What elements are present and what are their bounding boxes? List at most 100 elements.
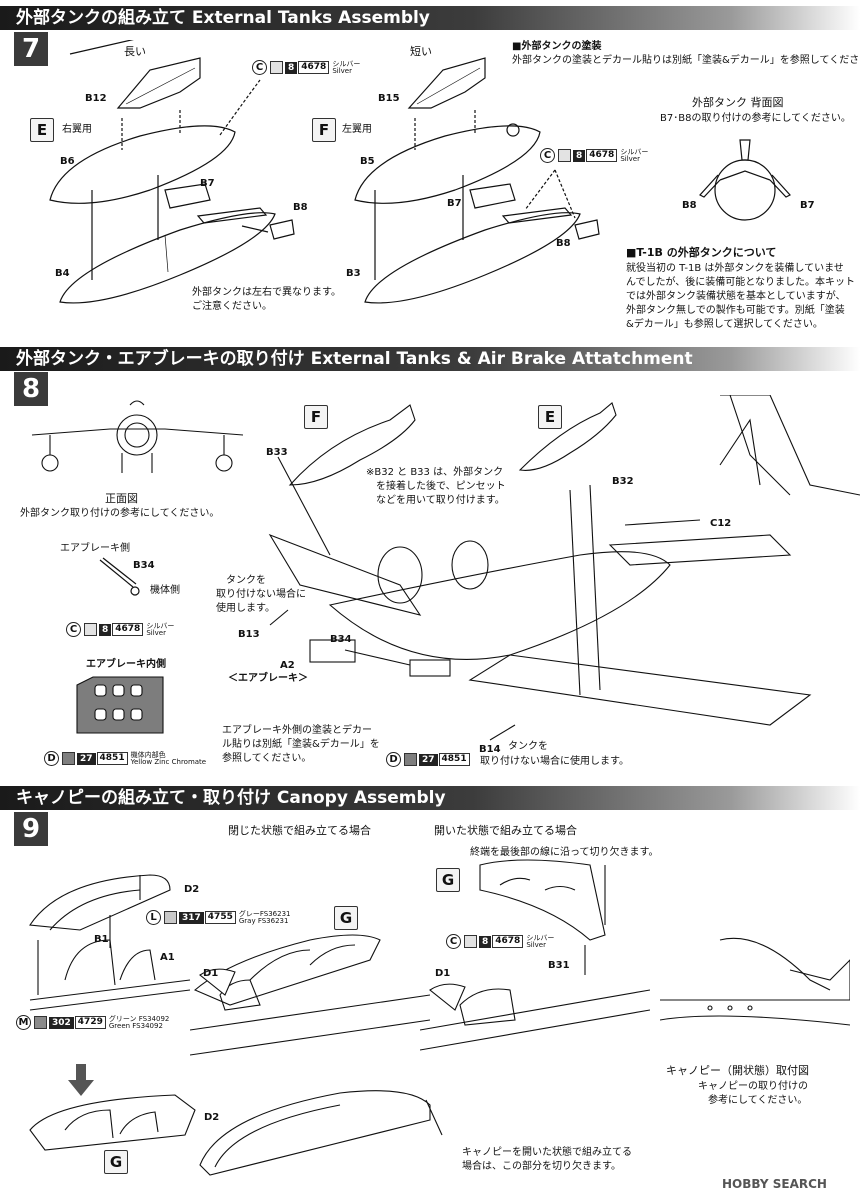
paint-name-en: Gray FS36231 bbox=[238, 916, 289, 925]
airbrake-paint-note-l3: 参照してください。 bbox=[222, 753, 312, 764]
part-b12: B12 bbox=[85, 93, 107, 104]
rear-b8: B8 bbox=[682, 200, 697, 211]
step9-number: 9 bbox=[14, 812, 48, 846]
paint-name: グリーン FS34092 bbox=[108, 1014, 170, 1023]
canopy-open-title: キャノピー（開状態）取付図 bbox=[666, 1064, 809, 1077]
cutout-note-l1: キャノピーを開いた状態で組み立てる bbox=[462, 1147, 632, 1158]
cutout-note-l2: 場合は、この部分を切り欠きます。 bbox=[462, 1161, 621, 1172]
paint-name: グレーFS36231 bbox=[238, 909, 291, 918]
tank-rear-view-drawing bbox=[699, 139, 791, 221]
paint-letter: C bbox=[252, 60, 267, 75]
canopy-open-note-l2: 参考にしてください。 bbox=[708, 1095, 808, 1106]
t1b-line5: &デカール」も参照して選択してください。 bbox=[626, 319, 823, 330]
airbrake-inner-drawing bbox=[76, 676, 164, 734]
paint-number: 317 bbox=[179, 911, 204, 924]
part-b7: B7 bbox=[200, 178, 215, 189]
paint-swatch bbox=[558, 149, 571, 162]
part-b8b: B8 bbox=[556, 238, 571, 249]
box-f-step7: F bbox=[312, 118, 336, 142]
tank-left-drawing bbox=[354, 57, 600, 304]
tank-none-note-l3: 使用します。 bbox=[216, 603, 275, 614]
paint-number: 27 bbox=[419, 753, 438, 766]
rear-view-title: 外部タンク 背面図 bbox=[692, 96, 784, 109]
paint-swatch bbox=[464, 935, 477, 948]
airbrake-inner-label: エアブレーキ内側 bbox=[86, 659, 166, 670]
t1b-heading: ■T-1B の外部タンクについて bbox=[626, 246, 777, 259]
paint-yzc-step8b: D 27 4851 bbox=[386, 752, 473, 767]
paint-name: シルバー bbox=[146, 621, 175, 630]
paint-name-en: Silver bbox=[146, 628, 166, 637]
airbrake-paint-note-l2: ル貼りは別紙「塗装&デカール」を bbox=[222, 739, 380, 750]
paint-number: 8 bbox=[479, 935, 492, 948]
tank-right-drawing bbox=[49, 40, 295, 304]
step7-number: 7 bbox=[14, 32, 48, 66]
paint-number: 8 bbox=[573, 149, 586, 162]
part-b6: B6 bbox=[60, 156, 75, 167]
airbrake-side-label: エアブレーキ側 bbox=[60, 543, 130, 554]
canopy-open-side-drawing bbox=[660, 937, 850, 1026]
canopy-d2-cut-drawing bbox=[199, 1090, 443, 1176]
step8-number: 8 bbox=[14, 372, 48, 406]
part-b4: B4 bbox=[55, 268, 70, 279]
part-b3: B3 bbox=[346, 268, 361, 279]
paint-number: 27 bbox=[77, 752, 96, 765]
front-view-title: 正面図 bbox=[105, 492, 138, 505]
paint-swatch bbox=[164, 911, 177, 924]
aircraft-top-view-drawing bbox=[268, 395, 860, 741]
paint-code: 4755 bbox=[204, 911, 236, 924]
tank-none-note2-l2: 取り付けない場合に使用します。 bbox=[480, 756, 629, 767]
part-b13: B13 bbox=[238, 629, 260, 640]
paint-code: 4678 bbox=[586, 149, 618, 162]
paint-swatch bbox=[34, 1016, 47, 1029]
paint-code: 4678 bbox=[112, 623, 144, 636]
t1b-line4: 外部タンク無しでの製作も可能です。別紙「塗装 bbox=[626, 305, 845, 316]
paint-code: 4678 bbox=[492, 935, 524, 948]
paint-swatch bbox=[84, 623, 97, 636]
box-g-open: G bbox=[436, 868, 460, 892]
part-c12: C12 bbox=[710, 518, 732, 529]
airbrake-paint-note-l1: エアブレーキ外側の塗装とデカー bbox=[222, 725, 372, 736]
paint-letter: L bbox=[146, 910, 161, 925]
paint-letter: D bbox=[386, 752, 401, 767]
part-d1: D1 bbox=[203, 968, 219, 979]
paint-swatch bbox=[270, 61, 283, 74]
part-d2-cut: D2 bbox=[204, 1112, 220, 1123]
paint-letter: C bbox=[540, 148, 555, 163]
open-assembly-label: 開いた状態で組み立てる場合 bbox=[434, 824, 577, 837]
part-b15: B15 bbox=[378, 93, 400, 104]
paint-name-en: Silver bbox=[526, 940, 546, 949]
part-b31: B31 bbox=[548, 960, 570, 971]
b32-b33-note-l2: を接着した後で、ピンセット bbox=[376, 481, 506, 492]
tanks-differ-l2: ご注意ください。 bbox=[192, 301, 272, 312]
tank-paint-heading: ■外部タンクの塗装 bbox=[512, 41, 602, 52]
paint-code: 4729 bbox=[74, 1016, 106, 1029]
tank-paint-note: 外部タンクの塗装とデカール貼りは別紙「塗装&デカール」を参照してください。 bbox=[512, 55, 860, 66]
t1b-line1: 就役当初の T-1B は外部タンクを装備していませ bbox=[626, 263, 844, 274]
b34-part-drawing bbox=[99, 557, 140, 596]
t1b-line2: んでしたが、後に装備可能となりました。本キット bbox=[626, 277, 855, 288]
t1b-line3: では外部タンク装備状態を基本としていますが、 bbox=[626, 291, 846, 302]
closed-assembly-label: 閉じた状態で組み立てる場合 bbox=[228, 824, 371, 837]
part-b32: B32 bbox=[612, 476, 634, 487]
step9-banner: キャノピーの組み立て・取り付け Canopy Assembly bbox=[0, 786, 860, 810]
step8-banner: 外部タンク・エアブレーキの取り付け External Tanks & Air B… bbox=[0, 347, 860, 371]
part-b5: B5 bbox=[360, 156, 375, 167]
interior-color-label: 機体内部色 bbox=[130, 750, 166, 759]
box-f-step8: F bbox=[304, 405, 328, 429]
long-label: 長い bbox=[124, 45, 146, 58]
part-b34: B34 bbox=[133, 560, 155, 571]
paint-letter: M bbox=[16, 1015, 31, 1030]
interior-color-en: Yellow Zinc Chromate bbox=[130, 757, 207, 766]
part-b7b: B7 bbox=[447, 198, 462, 209]
part-a1: A1 bbox=[160, 952, 175, 963]
short-label: 短い bbox=[410, 45, 432, 58]
paint-letter: C bbox=[446, 934, 461, 949]
rear-view-note: B7･B8の取り付けの参考にしてください。 bbox=[660, 113, 851, 124]
canopy-open-note-l1: キャノピーの取り付けの bbox=[698, 1081, 808, 1092]
part-b8: B8 bbox=[293, 202, 308, 213]
box-g-assembled: G bbox=[104, 1150, 128, 1174]
cut-edge-note: 終端を最後部の線に沿って切り欠きます。 bbox=[470, 847, 659, 858]
